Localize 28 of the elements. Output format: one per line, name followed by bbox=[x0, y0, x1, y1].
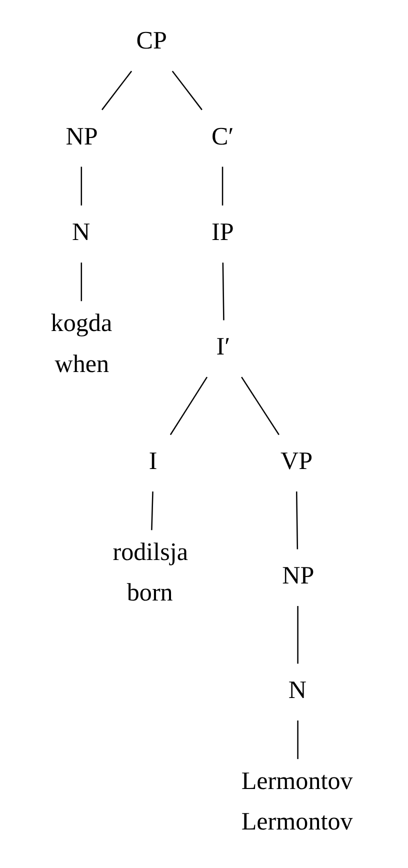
connector bbox=[295, 492, 298, 550]
connector bbox=[296, 720, 298, 760]
connector bbox=[171, 70, 202, 110]
connector bbox=[222, 262, 224, 320]
node-label: Lermontov bbox=[240, 808, 352, 836]
node-text: N bbox=[71, 219, 90, 246]
connector bbox=[101, 70, 132, 110]
node-text: I bbox=[148, 448, 157, 475]
node-label: born bbox=[126, 580, 172, 607]
node-text: C′ bbox=[211, 123, 234, 150]
node-label: when bbox=[54, 350, 109, 378]
connector bbox=[150, 492, 153, 530]
connector bbox=[80, 166, 82, 206]
node-text: I′ bbox=[216, 333, 230, 360]
node-text: rodilsja bbox=[112, 538, 188, 566]
node-text: kogda bbox=[50, 310, 112, 337]
connector bbox=[240, 376, 279, 436]
node-text: CP bbox=[136, 28, 166, 55]
node-text: VP bbox=[280, 448, 312, 475]
node-text: N bbox=[288, 676, 306, 704]
node-text: IP bbox=[211, 219, 234, 246]
connector bbox=[296, 606, 298, 664]
node-text: Lermontov bbox=[240, 768, 352, 795]
connector bbox=[80, 262, 82, 302]
connector bbox=[221, 166, 223, 206]
node-text: NP bbox=[65, 123, 98, 150]
node-text: NP bbox=[282, 562, 314, 590]
connector bbox=[169, 376, 208, 436]
